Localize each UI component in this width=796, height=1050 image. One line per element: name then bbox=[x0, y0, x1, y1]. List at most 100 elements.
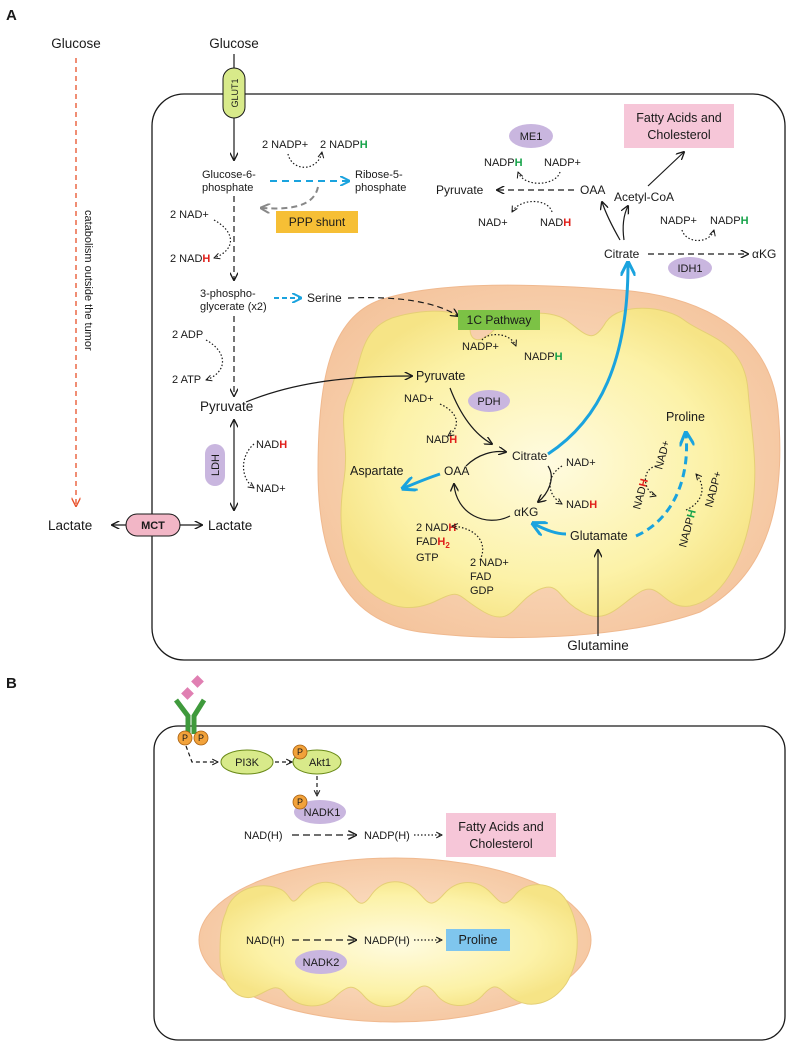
aspartate-arrow bbox=[404, 472, 441, 488]
acetyl-coa: Acetyl-CoA bbox=[614, 190, 674, 204]
phospho-label: P bbox=[198, 733, 204, 743]
ldh-nadh: NADH bbox=[256, 439, 287, 451]
idh1-nadph: NADPH bbox=[710, 215, 749, 227]
onec-nadph: NADPH bbox=[524, 351, 563, 363]
cyto-akg: αKG bbox=[752, 247, 776, 261]
tca-nadh: NADH bbox=[566, 499, 597, 511]
phospho-label: P bbox=[182, 733, 188, 743]
me1-nadph: NADPH bbox=[484, 157, 523, 169]
serine-label: Serine bbox=[307, 291, 342, 305]
outside-lactate: Lactate bbox=[48, 518, 92, 533]
aspartate-label: Aspartate bbox=[350, 464, 404, 478]
panel-a-label: A bbox=[6, 7, 17, 24]
nadk1-label: NADK1 bbox=[304, 807, 341, 819]
nadk2-label: NADK2 bbox=[303, 957, 340, 969]
nadh-label: NAD(H) bbox=[244, 830, 283, 842]
acetyl-to-fatty-arrow bbox=[647, 152, 684, 187]
proline-b-label: Proline bbox=[459, 933, 498, 947]
cell-lactate: Lactate bbox=[208, 518, 252, 533]
nadk2-node bbox=[295, 950, 347, 974]
fatty-b-line1: Fatty Acids and bbox=[458, 820, 544, 834]
p5cs-nad-arrow bbox=[644, 465, 656, 496]
mito-pyruvate: Pyruvate bbox=[416, 369, 465, 383]
tca-gdp: GDP bbox=[470, 585, 494, 597]
phospho-icon bbox=[292, 794, 308, 810]
citrate-to-acetyl-arrow bbox=[623, 206, 628, 241]
serine-to-1c-arrow bbox=[347, 297, 458, 316]
glutamate-label: Glutamate bbox=[570, 529, 628, 543]
phospho-label: P bbox=[297, 747, 303, 757]
pdh-cofactor-arrow bbox=[439, 403, 457, 436]
tca-nad: NAD+ bbox=[566, 457, 596, 469]
receptor-to-pi3k-arrow bbox=[185, 745, 218, 762]
cell-membrane-b bbox=[153, 725, 786, 1041]
glyco-nad: 2 NAD+ bbox=[170, 209, 209, 221]
ldh-nad: NAD+ bbox=[256, 483, 286, 495]
g6p-line2: phosphate bbox=[202, 182, 253, 194]
ppp-shunt-box bbox=[276, 211, 358, 233]
cell-membrane bbox=[151, 93, 786, 661]
idh1-label: IDH1 bbox=[677, 263, 702, 275]
me1-enzyme bbox=[509, 124, 553, 148]
ppp-cofactor-arrow bbox=[287, 152, 322, 168]
nadph-label: NADP(H) bbox=[364, 830, 410, 842]
onec-box bbox=[458, 310, 540, 330]
ppp-return-arrow bbox=[262, 186, 319, 208]
ldh-cofactor-arrow bbox=[242, 443, 255, 488]
fatty-acids-box bbox=[624, 104, 734, 148]
mitochondrion-b bbox=[198, 857, 592, 1023]
onec-cofactor-arrow bbox=[481, 334, 516, 346]
pg3-line2: glycerate (x2) bbox=[200, 301, 267, 313]
cell-glucose: Glucose bbox=[209, 36, 259, 51]
fatty-acids-box-b bbox=[446, 813, 556, 857]
outside-glucose: Glucose bbox=[51, 36, 101, 51]
ldh-label: LDH bbox=[210, 454, 222, 476]
phospho-label: P bbox=[297, 797, 303, 807]
atp-arrow bbox=[206, 339, 223, 380]
phospho-icon bbox=[292, 744, 308, 760]
glutamate-to-akg-arrow bbox=[534, 524, 567, 534]
onec-nadp: NADP+ bbox=[462, 341, 499, 353]
glutamine-label: Glutamine bbox=[567, 638, 629, 653]
proline-label: Proline bbox=[666, 410, 705, 424]
pi3k-label: PI3K bbox=[235, 757, 260, 769]
pg3-line1: 3-phospho- bbox=[200, 288, 256, 300]
akg-to-oaa-arrow bbox=[454, 484, 511, 521]
pdh-label: PDH bbox=[477, 396, 500, 408]
mito-nadh-label: NAD(H) bbox=[246, 935, 285, 947]
glut1-transporter bbox=[222, 67, 246, 119]
r5p-line2: phosphate bbox=[355, 182, 406, 194]
panel-b-label: B bbox=[6, 675, 17, 692]
me1-nadh: NADH bbox=[540, 217, 571, 229]
citrate-to-oaa-arrow bbox=[602, 202, 621, 241]
tca-nad2: 2 NAD+ bbox=[470, 557, 509, 569]
atp-label: 2 ATP bbox=[172, 374, 201, 386]
pyruvate-import-arrow bbox=[245, 376, 412, 403]
receptor-icon bbox=[174, 675, 207, 734]
pdh-enzyme bbox=[468, 390, 510, 412]
idh1-enzyme bbox=[668, 257, 712, 279]
ppp-nadp: 2 NADP+ bbox=[262, 139, 308, 151]
akt1-label: Akt1 bbox=[309, 757, 331, 769]
onec-label: 1C Pathway bbox=[467, 313, 532, 327]
pdh-arrow bbox=[449, 387, 492, 444]
tca-cofactor-arrow bbox=[549, 465, 562, 504]
ppp-nadph: 2 NADPH bbox=[320, 139, 368, 151]
r5p-line1: Ribose-5- bbox=[355, 169, 403, 181]
proline-synthesis-arrow bbox=[635, 434, 687, 538]
ldh-enzyme bbox=[205, 444, 225, 486]
p5cs-nadh: NADH bbox=[631, 478, 651, 511]
phospho-icon bbox=[177, 730, 193, 746]
catabolism-label: catabolism outside the tumor bbox=[82, 210, 94, 351]
tca-gtp: GTP bbox=[416, 552, 439, 564]
mito-nadph-label: NADP(H) bbox=[364, 935, 410, 947]
pdh-nadh: NADH bbox=[426, 434, 457, 446]
oaa-to-citrate-arrow bbox=[465, 452, 506, 467]
me1-pyruvate: Pyruvate bbox=[436, 183, 484, 197]
tca-fad: FAD bbox=[470, 571, 491, 583]
cyto-citrate: Citrate bbox=[604, 247, 640, 261]
me1-label: ME1 bbox=[520, 131, 543, 143]
tca-energy-arrow bbox=[452, 526, 484, 561]
